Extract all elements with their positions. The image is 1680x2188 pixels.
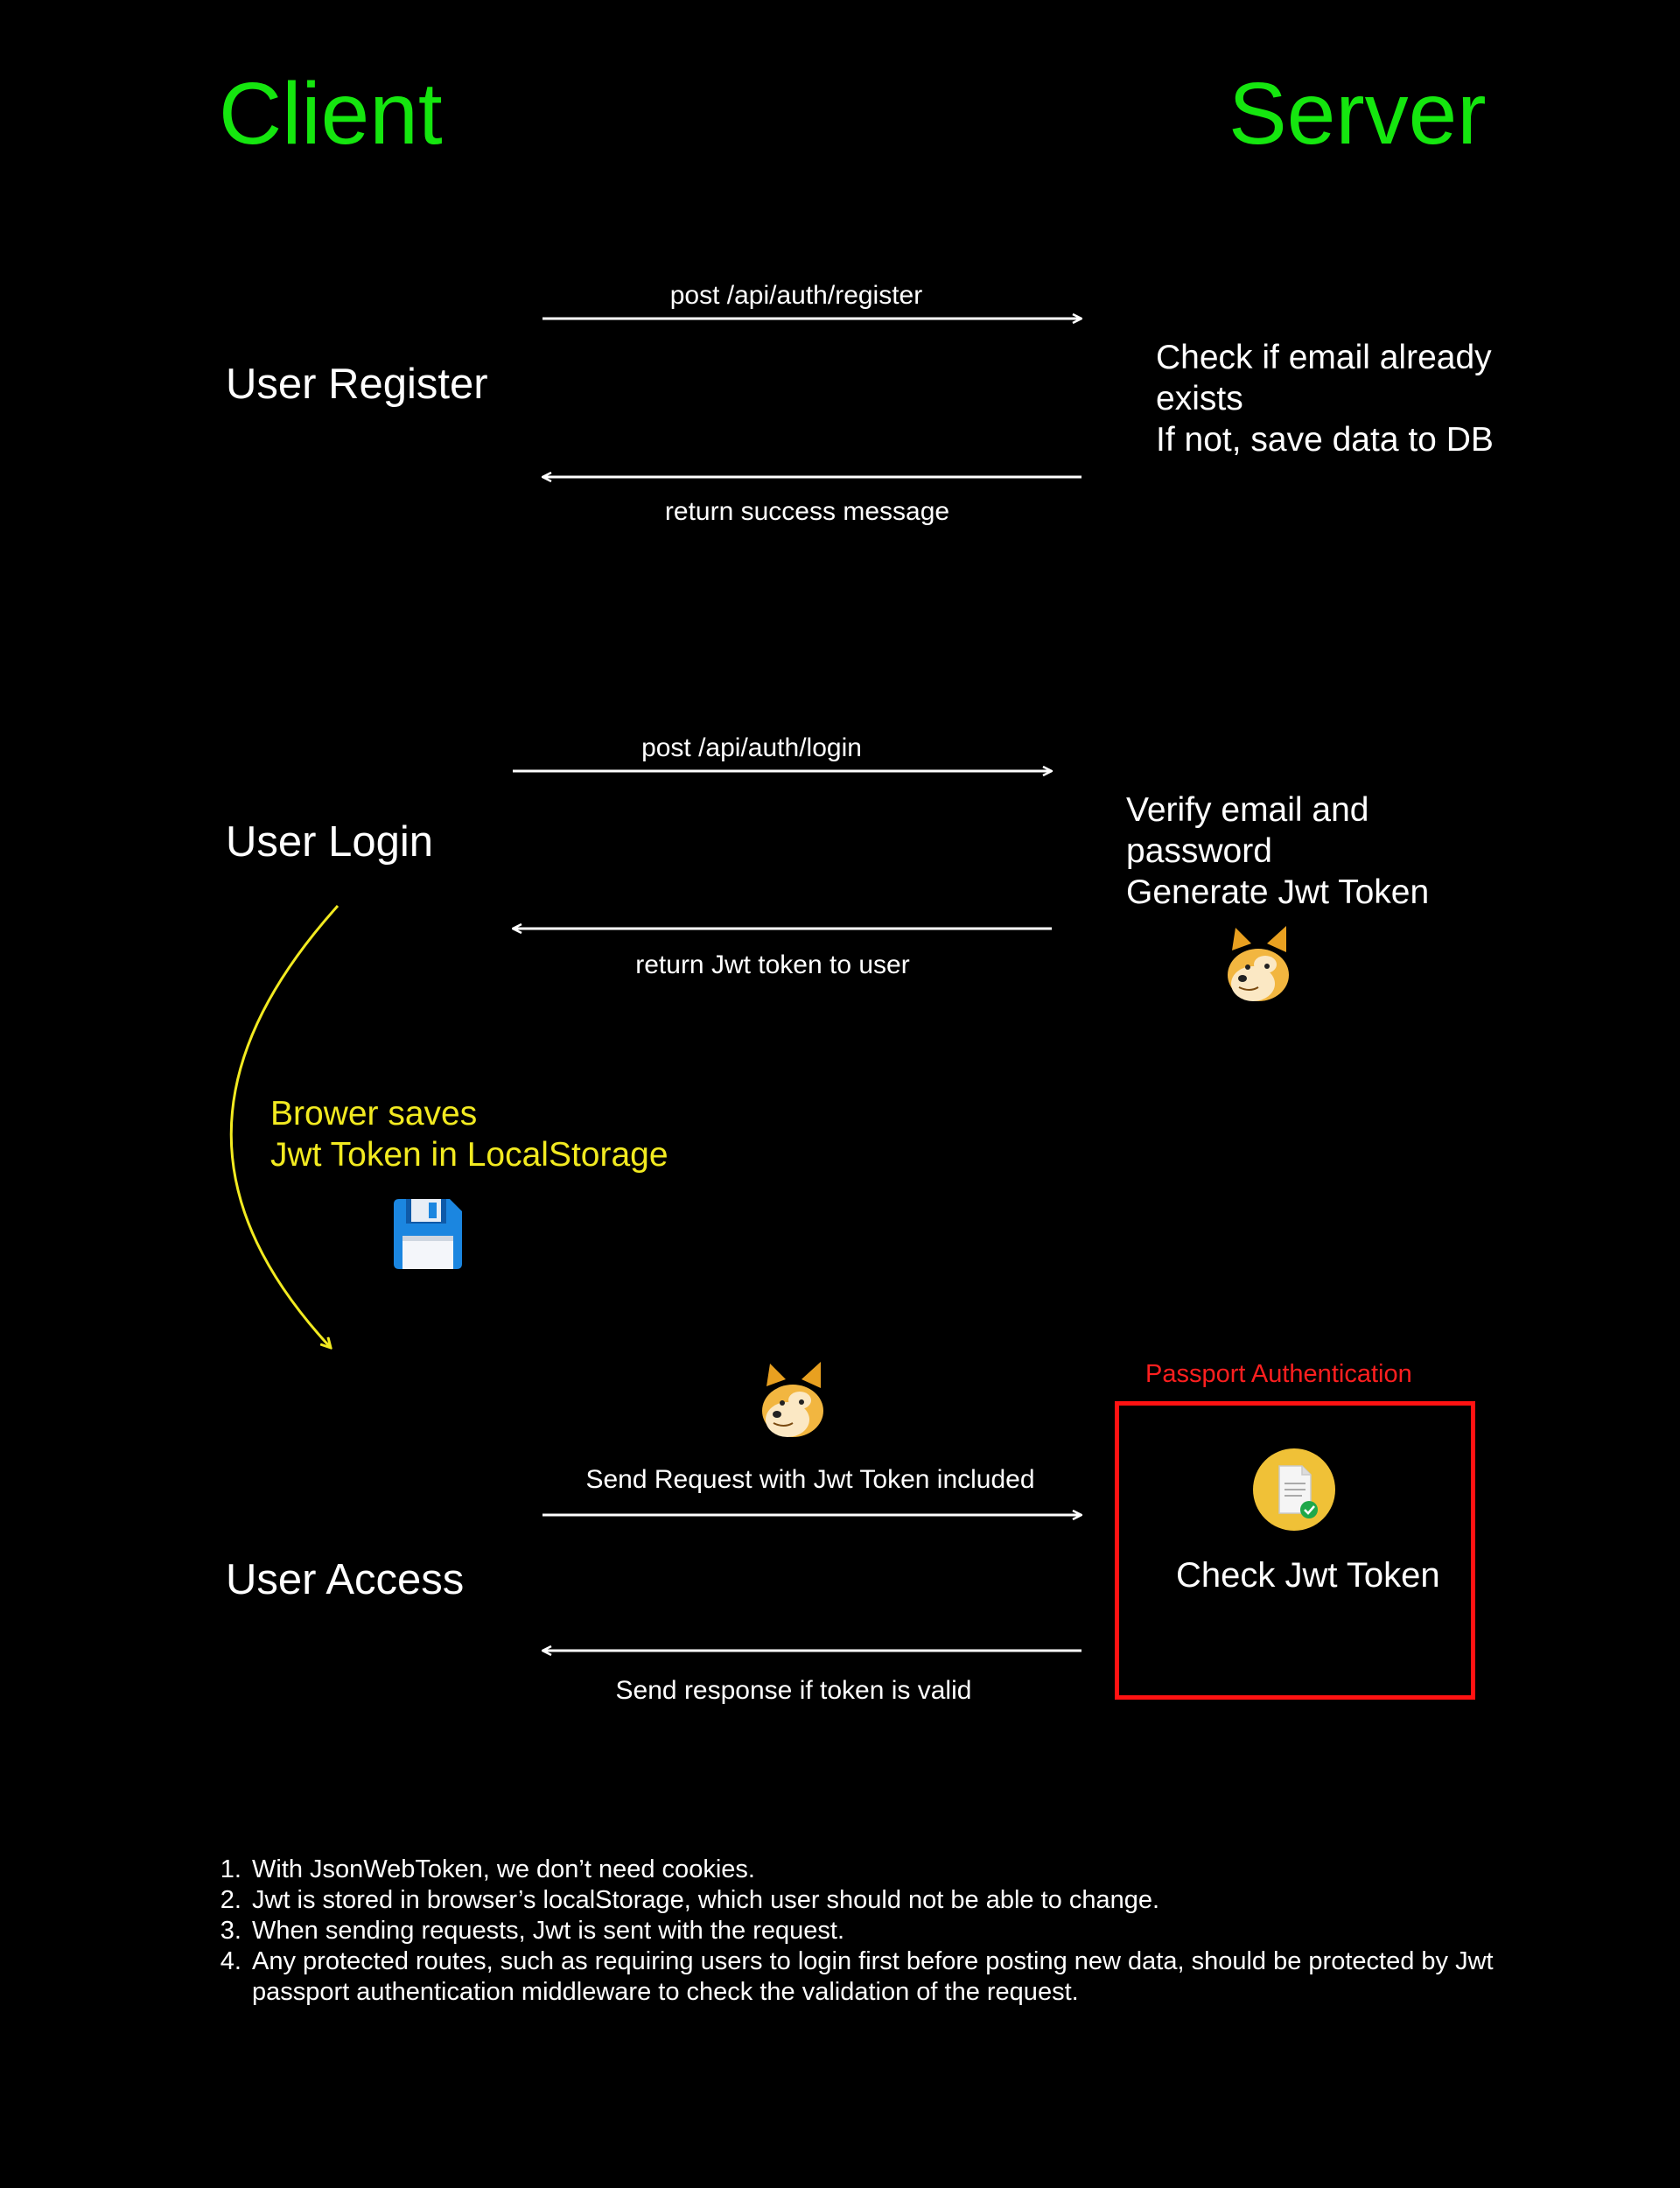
register-request-label: post /api/auth/register bbox=[669, 281, 923, 310]
floppy-disk-icon bbox=[390, 1197, 464, 1271]
notes-section: With JsonWebToken, we don’t need cookies… bbox=[219, 1855, 1514, 2008]
browser-save-line: Jwt Token in LocalStorage bbox=[270, 1136, 668, 1174]
passport-label: Passport Authentication bbox=[1145, 1360, 1412, 1388]
client-heading: Client bbox=[219, 65, 443, 163]
user-register-label: User Register bbox=[226, 361, 488, 408]
document-check-icon bbox=[1253, 1448, 1335, 1531]
notes-list: With JsonWebToken, we don’t need cookies… bbox=[219, 1855, 1514, 2008]
check-jwt-label: Check Jwt Token bbox=[1176, 1556, 1440, 1595]
login-server-text: Verify email and password Generate Jwt T… bbox=[1126, 789, 1429, 913]
server-heading: Server bbox=[1228, 65, 1487, 163]
doge-icon bbox=[1223, 926, 1293, 1005]
register-response-label: return success message bbox=[664, 497, 950, 526]
user-login-label: User Login bbox=[226, 818, 433, 866]
login-server-line: Verify email and bbox=[1126, 791, 1369, 829]
login-response-label: return Jwt token to user bbox=[635, 950, 910, 979]
note-item: Any protected routes, such as requiring … bbox=[248, 1946, 1514, 2008]
access-request-label: Send Request with Jwt Token included bbox=[585, 1465, 1035, 1494]
note-item: Jwt is stored in browser’s localStorage,… bbox=[248, 1885, 1514, 1916]
doge-icon bbox=[758, 1362, 828, 1441]
note-item: When sending requests, Jwt is sent with … bbox=[248, 1916, 1514, 1946]
login-request-label: post /api/auth/login bbox=[641, 733, 862, 762]
login-server-line: password bbox=[1126, 832, 1272, 870]
register-server-text: Check if email already exists If not, sa… bbox=[1156, 337, 1494, 460]
passport-box bbox=[1115, 1401, 1475, 1700]
register-server-line: Check if email already bbox=[1156, 339, 1492, 376]
browser-save-line: Brower saves bbox=[270, 1095, 478, 1133]
user-access-label: User Access bbox=[226, 1556, 465, 1603]
note-item: With JsonWebToken, we don’t need cookies… bbox=[248, 1855, 1514, 1885]
register-server-line: If not, save data to DB bbox=[1156, 421, 1494, 459]
login-server-line: Generate Jwt Token bbox=[1126, 873, 1430, 911]
register-server-line: exists bbox=[1156, 380, 1243, 417]
browser-save-text: Brower saves Jwt Token in LocalStorage bbox=[270, 1093, 668, 1175]
browser-save-arrow bbox=[229, 904, 340, 1348]
access-response-label: Send response if token is valid bbox=[615, 1676, 972, 1705]
